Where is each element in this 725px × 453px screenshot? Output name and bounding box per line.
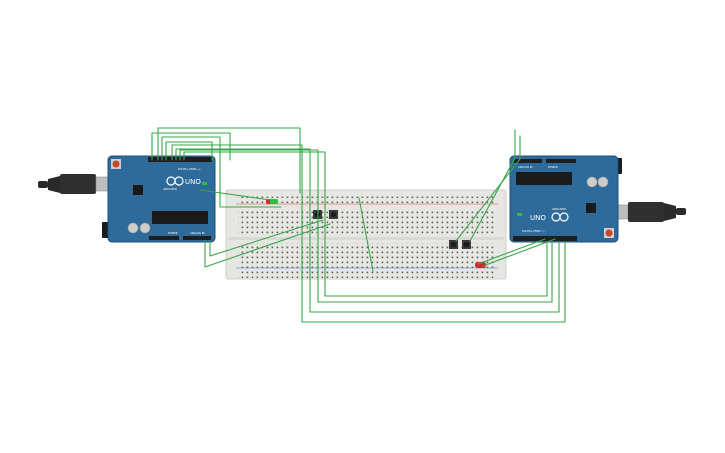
breadboard-terminal-upper bbox=[238, 209, 496, 234]
led-red[interactable] bbox=[475, 262, 486, 268]
digital-header-label-right: DIGITAL (PWM ~) bbox=[522, 229, 544, 233]
arduino-logo-left-icon bbox=[166, 176, 184, 186]
breadboard-rail-bottom-1 bbox=[238, 270, 496, 274]
breadboard-rail-bottom-2 bbox=[238, 275, 496, 278]
wire-16[interactable] bbox=[477, 238, 546, 265]
capacitor-left-2 bbox=[139, 222, 151, 234]
pushbutton-3[interactable] bbox=[449, 240, 458, 249]
board-model-right: UNO bbox=[530, 214, 546, 222]
breadboard-rail-top-1 bbox=[238, 194, 496, 198]
power-header-label-right: POWER bbox=[548, 165, 558, 169]
board-brand-left: ARDUINO bbox=[163, 187, 178, 191]
pushbutton-2[interactable] bbox=[329, 210, 338, 219]
wire-1[interactable] bbox=[151, 132, 231, 161]
wire-8[interactable] bbox=[183, 151, 548, 297]
arduino-left[interactable]: UNO ARDUINO DIGITAL (PWM ~) POWER ANALOG… bbox=[38, 155, 216, 243]
capacitor-right-1 bbox=[586, 176, 598, 188]
power-header-left bbox=[149, 236, 179, 240]
breadboard-rail-top-2 bbox=[238, 199, 496, 203]
pushbutton-4[interactable] bbox=[462, 240, 471, 249]
wire-13[interactable] bbox=[469, 129, 516, 242]
analog-header-right bbox=[514, 159, 542, 163]
reset-button-left[interactable] bbox=[112, 160, 120, 168]
power-header-right bbox=[546, 159, 576, 163]
analog-header-label-left: ANALOG IN bbox=[190, 231, 204, 235]
wire-3[interactable] bbox=[161, 136, 282, 208]
breadboard-center-channel bbox=[228, 237, 504, 240]
board-model-left: UNO bbox=[185, 178, 201, 186]
digital-header-label-left: DIGITAL (PWM ~) bbox=[178, 167, 200, 171]
wire-14[interactable] bbox=[455, 135, 521, 242]
wire-2[interactable] bbox=[157, 127, 301, 194]
wires bbox=[151, 127, 566, 323]
wire-7[interactable] bbox=[179, 149, 553, 303]
wire-10[interactable] bbox=[209, 219, 324, 257]
microcontroller-chip-right bbox=[516, 172, 572, 185]
wire-12[interactable] bbox=[358, 197, 374, 272]
analog-header-label-right: ANALOG IN bbox=[518, 165, 532, 169]
capacitor-left-1 bbox=[127, 222, 139, 234]
usb-plug-left-icon bbox=[38, 174, 111, 194]
arduino-logo-right-icon bbox=[551, 212, 569, 222]
arduino-right[interactable]: ANALOG IN POWER DIGITAL (PWM ~) UNO ARDU… bbox=[509, 155, 686, 243]
power-header-label-left: POWER bbox=[168, 231, 178, 235]
capacitor-right-2 bbox=[597, 176, 609, 188]
microcontroller-chip-left bbox=[152, 211, 208, 224]
wire-15[interactable] bbox=[482, 238, 556, 267]
board-brand-right: ARDUINO bbox=[552, 207, 567, 211]
reset-button-right[interactable] bbox=[605, 229, 613, 237]
usb-plug-right-icon bbox=[613, 202, 686, 222]
wire-4[interactable] bbox=[165, 141, 213, 161]
wire-9[interactable] bbox=[204, 223, 331, 268]
analog-header-left bbox=[183, 236, 211, 240]
wire-11[interactable] bbox=[199, 189, 271, 201]
